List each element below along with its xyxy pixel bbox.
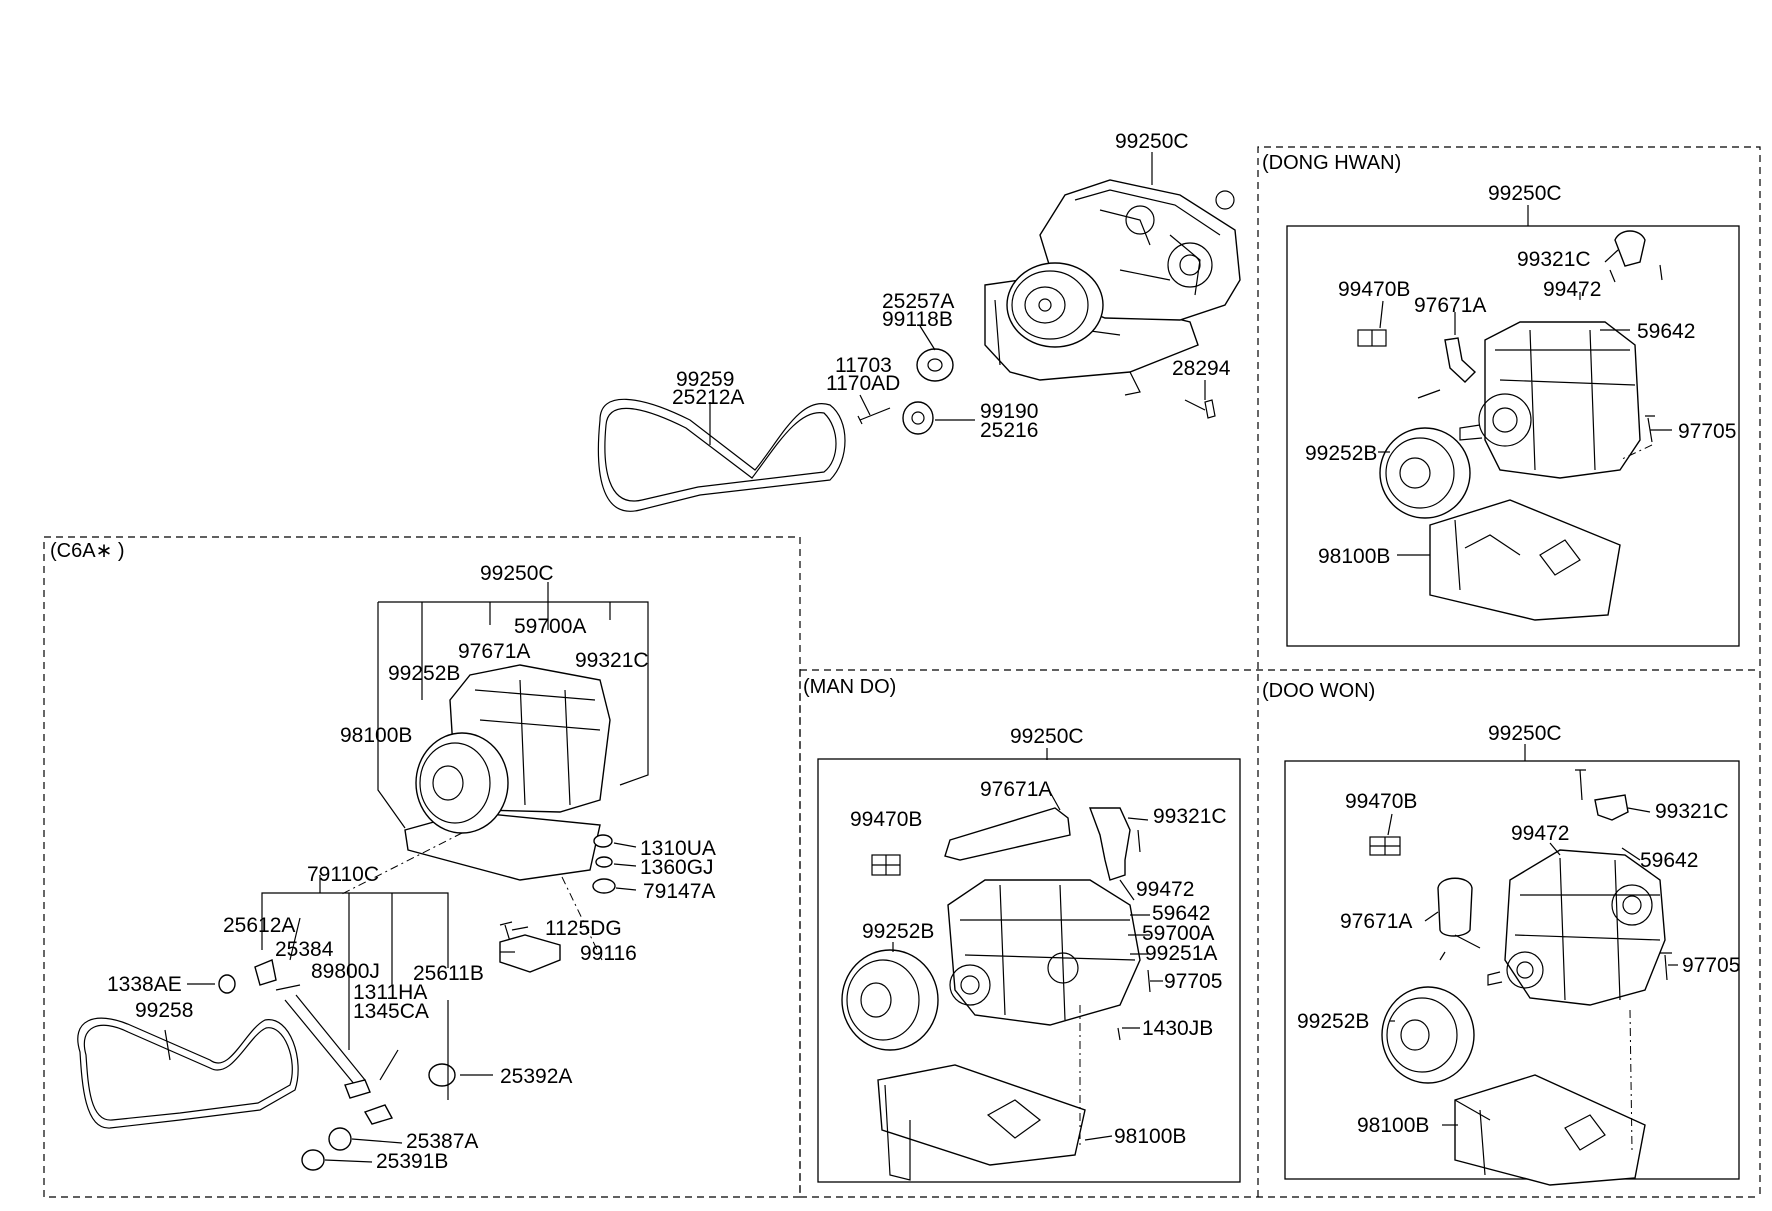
label-md-59642: 59642: [1152, 902, 1210, 925]
label-dw-99250C: 99250C: [1488, 722, 1562, 745]
label-top-28294: 28294: [1172, 357, 1231, 380]
label-c6a-1310UA: 1310UA: [640, 837, 716, 860]
section-title-man-do: (MAN DO): [803, 676, 896, 698]
c6a-assembly: [77, 582, 649, 1171]
dong-hwan-assembly: [1357, 205, 1672, 621]
label-top-99259: 99259: [676, 368, 734, 391]
label-top-25257A: 25257A: [882, 290, 954, 313]
section-title-c6a: (C6A∗ ): [50, 540, 125, 562]
label-dh-99470B: 99470B: [1338, 278, 1410, 301]
label-md-99251A: 99251A: [1145, 942, 1217, 965]
label-dh-97671A: 97671A: [1414, 294, 1486, 317]
label-c6a-25391B: 25391B: [376, 1150, 448, 1173]
label-dh-97705: 97705: [1678, 420, 1736, 443]
label-c6a-99116: 99116: [580, 942, 637, 965]
label-c6a-99250C: 99250C: [480, 562, 554, 585]
label-dw-99252B: 99252B: [1297, 1010, 1369, 1033]
label-dw-99321C: 99321C: [1655, 800, 1729, 823]
label-c6a-99321C: 99321C: [575, 649, 649, 672]
label-md-99321C: 99321C: [1153, 805, 1227, 828]
label-md-99470B: 99470B: [850, 808, 922, 831]
label-dw-99470B: 99470B: [1345, 790, 1417, 813]
label-md-97671A: 97671A: [980, 778, 1052, 801]
doo-won-assembly: [1369, 744, 1678, 1186]
label-dh-98100B: 98100B: [1318, 545, 1390, 568]
label-md-99472: 99472: [1136, 878, 1194, 901]
label-c6a-1360GJ: 1360GJ: [640, 856, 714, 879]
label-c6a-1311HA: 1311HA: [353, 981, 427, 1004]
man-do-assembly: [841, 748, 1163, 1181]
label-dh-59642: 59642: [1637, 320, 1695, 343]
label-top-11703: 11703: [835, 354, 892, 377]
section-frames: [43, 146, 1761, 1198]
label-top-1170AD: 1170AD: [826, 372, 900, 395]
label-c6a-99252B: 99252B: [388, 662, 460, 685]
label-md-97705: 97705: [1164, 970, 1222, 993]
label-c6a-25387A: 25387A: [406, 1130, 478, 1153]
label-top-99250C: 99250C: [1115, 130, 1189, 153]
label-md-59700A: 59700A: [1142, 922, 1214, 945]
section-title-doo-won: (DOO WON): [1262, 680, 1375, 702]
label-c6a-99258: 99258: [135, 999, 193, 1022]
label-c6a-25384: 25384: [275, 938, 334, 961]
label-dh-99472: 99472: [1543, 278, 1601, 301]
label-dw-99472: 99472: [1511, 822, 1569, 845]
label-dw-98100B: 98100B: [1357, 1114, 1429, 1137]
label-md-98100B: 98100B: [1114, 1125, 1186, 1148]
label-c6a-25611B: 25611B: [413, 962, 484, 985]
label-dh-99321C: 99321C: [1517, 248, 1591, 271]
label-c6a-1125DG: 1125DG: [545, 917, 622, 940]
label-md-99250C: 99250C: [1010, 725, 1084, 748]
label-c6a-25392A: 25392A: [500, 1065, 572, 1088]
label-c6a-79110C: 79110C: [307, 863, 379, 886]
label-dw-97671A: 97671A: [1340, 910, 1412, 933]
label-dw-97705: 97705: [1682, 954, 1740, 977]
label-c6a-59700A: 59700A: [514, 615, 586, 638]
label-c6a-97671A: 97671A: [458, 640, 530, 663]
label-dh-99250C: 99250C: [1488, 182, 1562, 205]
label-top-99190: 99190: [980, 400, 1038, 423]
top-compressor-assembly: [597, 152, 1241, 512]
label-c6a-98100B: 98100B: [340, 724, 412, 747]
label-c6a-1338AE: 1338AE: [107, 973, 182, 996]
label-top-99118B: 99118B: [882, 308, 953, 331]
label-c6a-79147A: 79147A: [643, 880, 715, 903]
label-c6a-89800J: 89800J: [311, 960, 380, 983]
label-md-1430JB: 1430JB: [1142, 1017, 1213, 1040]
label-dh-99252B: 99252B: [1305, 442, 1377, 465]
label-dw-59642: 59642: [1640, 849, 1698, 872]
label-c6a-25612A: 25612A: [223, 914, 295, 937]
label-top-25212A: 25212A: [672, 386, 744, 409]
label-md-99252B: 99252B: [862, 920, 934, 943]
label-c6a-1345CA: 1345CA: [353, 1000, 429, 1023]
label-top-25216: 25216: [980, 419, 1038, 442]
section-title-dong-hwan: (DONG HWAN): [1262, 152, 1401, 174]
